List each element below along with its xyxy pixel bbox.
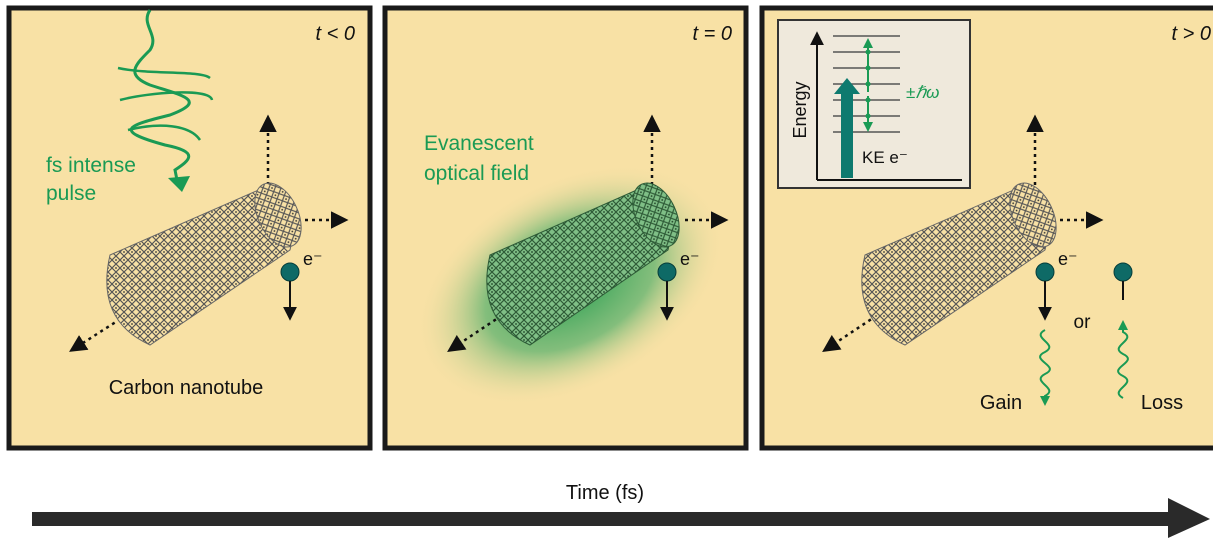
gain-label: Gain [980, 392, 1022, 414]
electron-1-label: e⁻ [303, 249, 323, 269]
inset-quantum-label: ±ℏω [906, 83, 939, 102]
field-label-line1: Evanescent [424, 132, 534, 155]
time-axis-label: Time (fs) [566, 482, 644, 504]
carbon-nanotube-3 [861, 182, 1057, 346]
carbon-nanotube-2 [486, 182, 680, 346]
caption-carbon-nanotube: Carbon nanotube [109, 377, 264, 399]
or-label: or [1074, 312, 1092, 333]
inset-ke-label: KE e⁻ [862, 148, 908, 167]
electron-gain-label: e⁻ [1058, 249, 1078, 269]
loss-waveform [1117, 320, 1129, 399]
quantum-dots [865, 49, 871, 119]
time-axis-bar [32, 512, 1172, 526]
pulse-label-line1: fs intense [46, 154, 136, 177]
pulse-label-line2: pulse [46, 182, 96, 205]
electron-loss [1113, 262, 1133, 282]
panel-3: t > 0 Energy ±ℏω [759, 5, 1213, 451]
panel-1: t < 0 fs intense pulse e⁻ Carbon nanotub… [6, 5, 373, 451]
panel-2: t = 0 Evanescent optical field e⁻ [382, 5, 749, 451]
inset-ylabel: Energy [790, 81, 810, 138]
loss-label: Loss [1141, 392, 1183, 414]
time-axis-arrowhead [1168, 498, 1210, 538]
time-label-1: t < 0 [316, 23, 355, 45]
gain-waveform [1039, 329, 1051, 406]
ke-arrow [834, 78, 860, 178]
laser-pulse-waveform [129, 9, 191, 186]
electron-2 [657, 262, 677, 282]
inset-frame [777, 19, 971, 189]
laser-pulse-arrowhead [168, 176, 190, 192]
time-label-3: t > 0 [1172, 23, 1211, 45]
carbon-nanotube-1 [106, 182, 302, 346]
field-label-line2: optical field [424, 162, 529, 185]
energy-inset: Energy ±ℏω KE e⁻ [777, 19, 971, 189]
electron-gain [1035, 262, 1055, 282]
electron-2-label: e⁻ [680, 249, 700, 269]
electron-1 [280, 262, 300, 282]
laser-pulse-oscillations [117, 66, 214, 141]
time-label-2: t = 0 [693, 23, 732, 45]
